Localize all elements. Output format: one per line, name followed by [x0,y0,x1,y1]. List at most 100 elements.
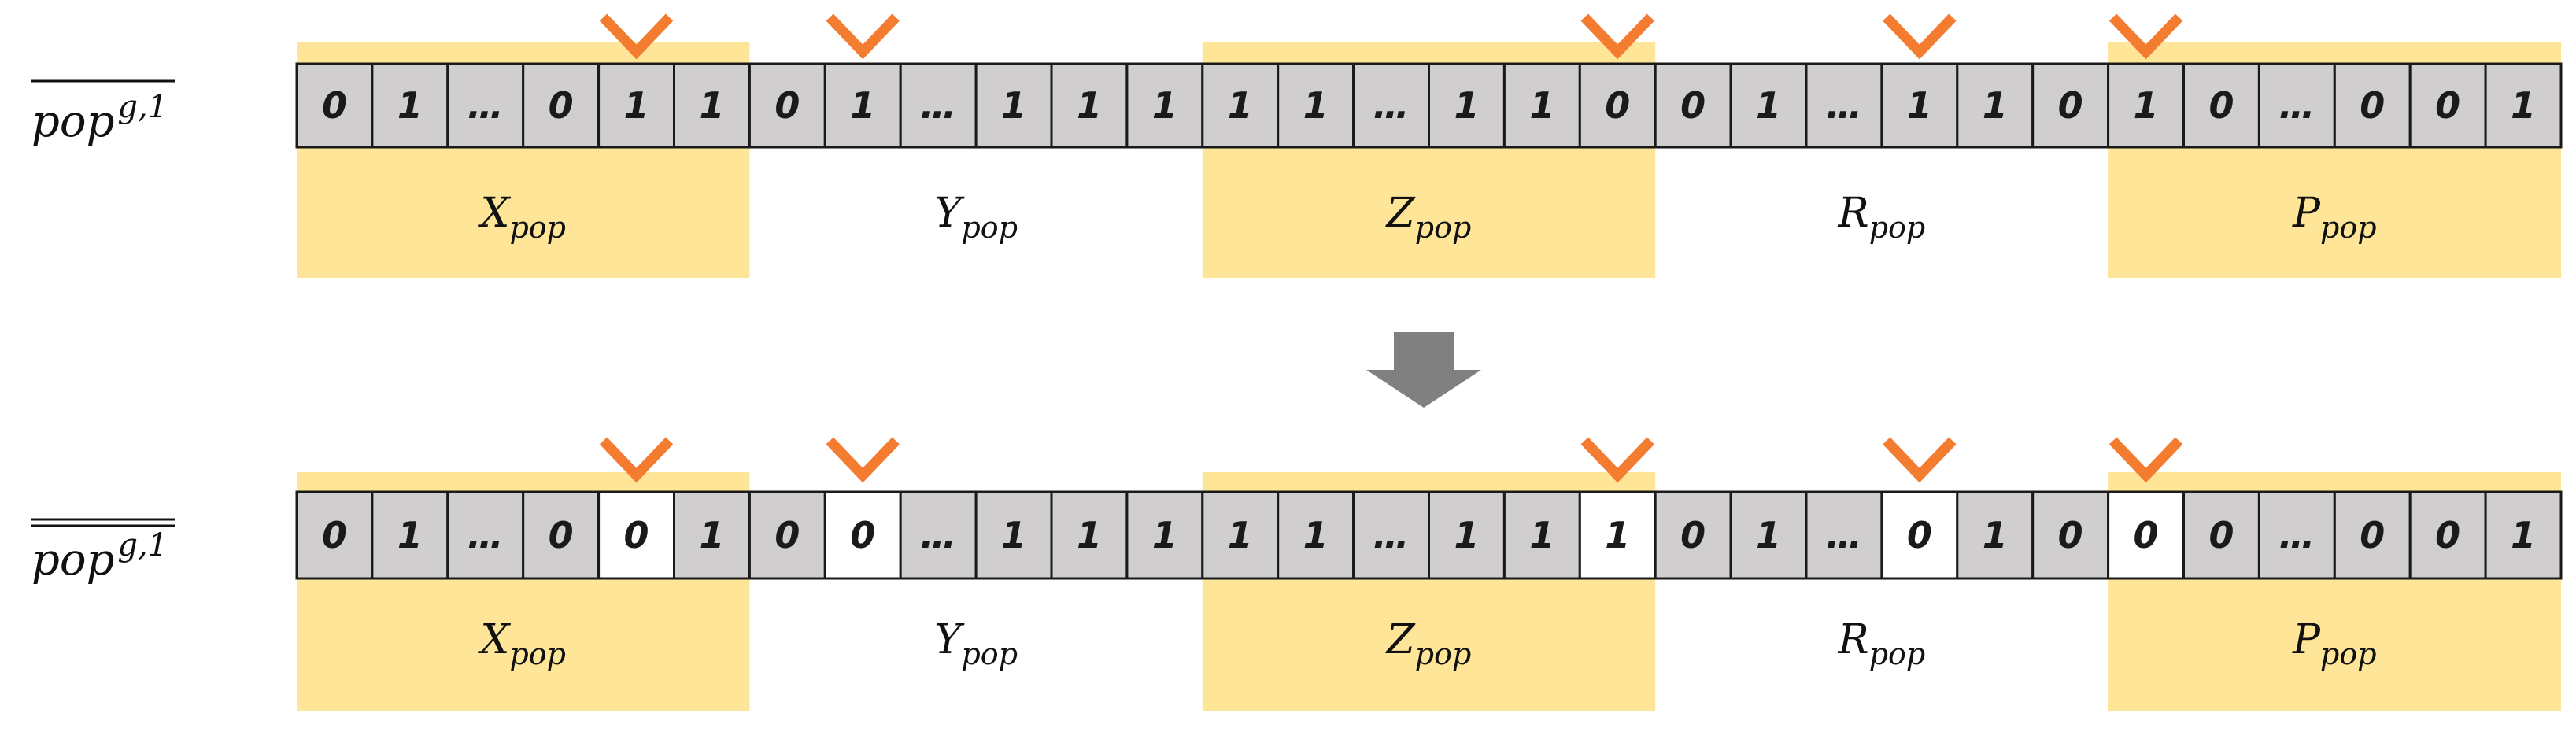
segment-label-r: Rpop [1838,190,1926,245]
mutated-bit-cell [1578,490,1657,580]
segment-label-y: Ypop [934,616,1018,671]
bit-value: … [1373,514,1410,556]
bit-value: 1 [2511,514,2536,556]
bit-value: … [2278,84,2315,127]
orange-chevron-icon [826,437,900,483]
bit-cell [1654,490,1732,580]
orange-chevron-icon [1580,437,1654,483]
bit-value: … [920,84,956,127]
bit-value: 1 [397,514,423,556]
bit-value: 1 [1529,514,1554,556]
orange-chevron-icon [2108,437,2183,483]
segment-label-x: Xpop [477,616,566,671]
bit-cell [446,490,525,580]
bit-cell [1578,62,1657,149]
bit-cell [2408,62,2487,149]
bit-value: 0 [322,514,347,556]
down-arrow-icon [1366,332,1481,408]
bit-value: 1 [1983,514,2008,556]
bit-cell [974,62,1053,149]
bit-cell [2257,62,2336,149]
bit-value: 1 [2134,84,2159,127]
bit-cell [1729,62,1808,149]
bit-cell [673,62,751,149]
bit-value: 1 [1756,84,1781,127]
bit-value: 1 [397,84,423,127]
bit-strings-layer: 0 1 … 0 1 1 0 1 … 1 1 1 1 1 … 1 1 0 0 1 … 1 1 0 1 0 … 0 0 1 0 1 … 0 0 1 0 0 … 1… [295,62,2563,580]
bit-cell [522,62,601,149]
bit-value: 0 [2134,514,2159,556]
bit-cell [1729,490,1808,580]
bit-cell [1428,62,1506,149]
mutated-bit-cell [823,490,902,580]
bit-value: 0 [2208,84,2234,127]
orange-chevron-icon [2108,13,2183,60]
segment-label-z: Zpop [1385,190,1472,245]
mutated-bit-cell [2107,490,2186,580]
bit-value: 0 [2360,514,2385,556]
orange-chevron-icon [1580,13,1654,60]
transition-arrow-layer [1366,332,1481,408]
bit-cell [2257,490,2336,580]
bit-value: 1 [699,84,724,127]
segment-label-z: Zpop [1385,616,1472,671]
bit-value: 1 [1001,84,1026,127]
orange-chevron-icon [1883,13,1957,60]
bit-cell [1428,490,1506,580]
bit-value: 0 [1680,514,1706,556]
bit-value: 0 [624,514,649,556]
bit-value: 0 [2208,514,2234,556]
bit-cell [1502,62,1581,149]
orange-chevron-icon [826,13,900,60]
bit-value: 0 [2435,84,2460,127]
bit-value: 0 [2435,514,2460,556]
bit-value: 1 [1303,514,1329,556]
bit-cell [1880,62,1959,149]
bit-value: 0 [322,84,347,127]
bit-cell [1050,490,1129,580]
bit-value: 1 [1983,84,2008,127]
bit-cell [1125,62,1204,149]
bit-cell [2484,62,2563,149]
bit-value: 0 [2360,84,2385,127]
bit-cell [1956,62,2035,149]
bit-cell [899,490,978,580]
segment-label-y: Ypop [934,190,1018,245]
bit-cell [2107,62,2186,149]
bit-value: … [1373,84,1410,127]
bit-value: 0 [850,514,875,556]
bit-value: 1 [1228,514,1253,556]
bit-value: … [468,84,504,127]
bit-value: 0 [1907,514,1932,556]
bit-value: 1 [699,514,724,556]
bit-cell [2484,490,2563,580]
bit-value: 1 [1152,84,1177,127]
bit-value: 1 [1907,84,1932,127]
bit-cell [371,490,449,580]
bit-cell [1805,62,1883,149]
bit-value: 0 [2058,514,2083,556]
bit-value: 1 [1454,514,1479,556]
bit-value: 0 [1605,84,1630,127]
bit-cell [1352,62,1430,149]
bit-cell [1654,62,1732,149]
segment-label-r: Rpop [1838,616,1926,671]
bit-value: 1 [1454,84,1479,127]
bit-value: 1 [624,84,649,127]
bit-value: 1 [1228,84,1253,127]
bit-value: 1 [850,84,875,127]
bit-value: 1 [1529,84,1554,127]
bit-value: 0 [549,84,574,127]
bit-cell [974,490,1053,580]
bit-value: … [468,514,504,556]
orange-chevron-icon [599,13,674,60]
bit-cell [1277,490,1355,580]
mutated-bit-cell [1880,490,1959,580]
bit-cell [295,490,374,580]
bit-value: … [1826,84,1862,127]
bit-cell [823,62,902,149]
segment-label-p: Ppop [2292,190,2377,245]
